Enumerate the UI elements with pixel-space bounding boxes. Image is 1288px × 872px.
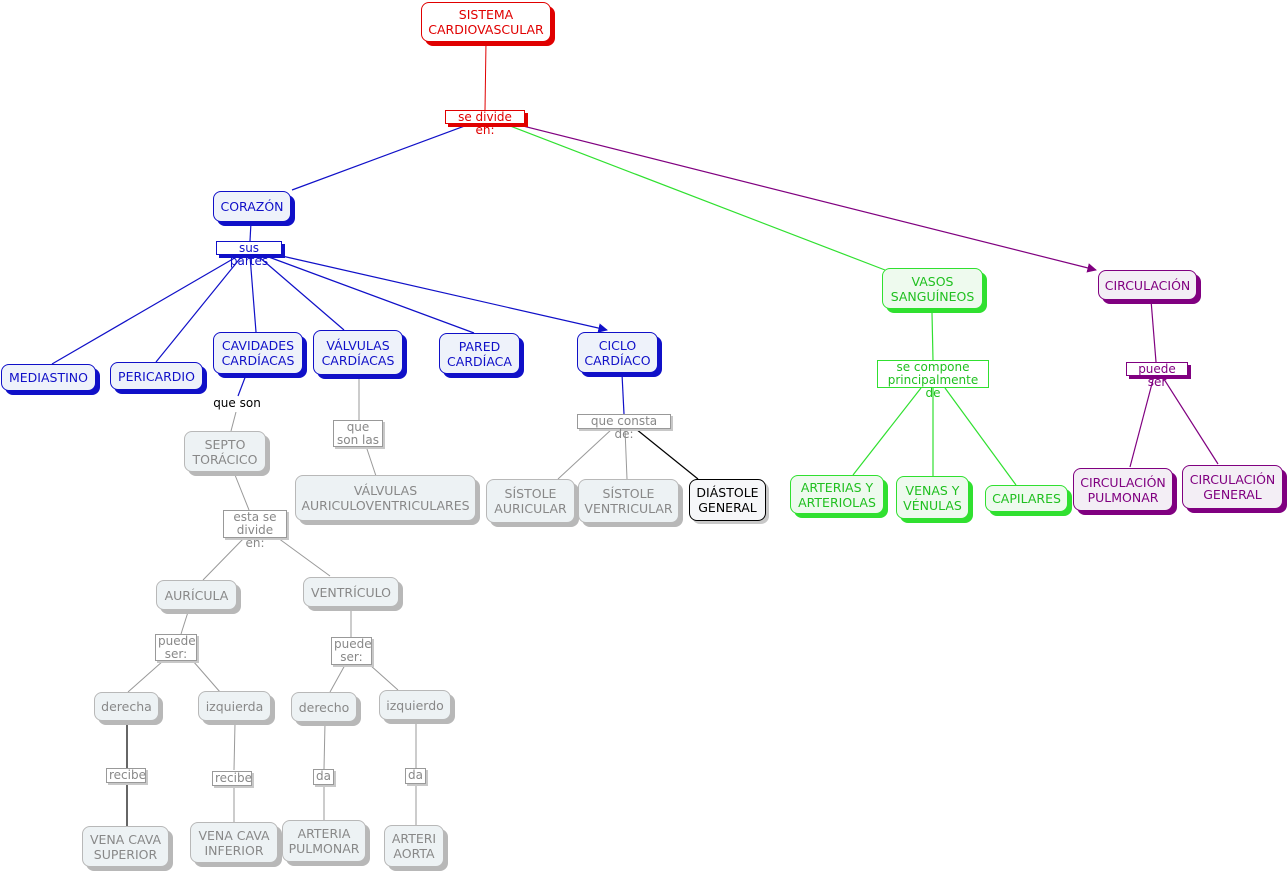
edge-vasos-compone	[931, 312, 934, 361]
edge-puede-izquierda	[192, 660, 221, 693]
node-venas-venulas[interactable]: VENAS Y VÉNULAS	[896, 476, 969, 519]
node-vena-cava-superior[interactable]: VENA CAVA SUPERIOR	[82, 826, 169, 867]
edge-divide-circulacion	[514, 123, 1097, 273]
link-esta-se-divide-en[interactable]: esta se divide en:	[223, 510, 287, 550]
node-arterias-arteriolas[interactable]: ARTERIAS Y ARTERIOLAS	[790, 475, 884, 514]
link-que-son[interactable]: que son	[210, 397, 264, 412]
node-diastole-general[interactable]: DIÁSTOLE GENERAL	[689, 479, 766, 521]
edge-esta-auricula	[202, 537, 245, 581]
edge-corazon-partes	[249, 221, 252, 242]
link-da-derecho[interactable]: da	[313, 769, 334, 785]
node-pericardio[interactable]: PERICARDIO	[110, 362, 203, 390]
edge-circ-puede	[1150, 299, 1157, 363]
edge-puede-circpul	[1129, 375, 1155, 468]
edge-divide-corazon	[291, 123, 471, 191]
node-derecha[interactable]: derecha	[94, 692, 159, 721]
node-circulacion-general[interactable]: CIRCULACIÓN GENERAL	[1182, 465, 1283, 509]
link-recibe-izquierda[interactable]: recibe	[212, 771, 252, 786]
edge-partes-cavidades	[249, 255, 257, 333]
edge-compone-capilares	[944, 387, 1017, 486]
edge-cavidades-queson	[237, 374, 247, 397]
edge-queson-septo	[230, 411, 237, 432]
edge-partes-mediastino	[51, 255, 239, 365]
link-puede-ser-circulacion[interactable]: puede ser	[1126, 362, 1188, 389]
edge-puede-derecha	[127, 660, 164, 693]
link-se-divide-en[interactable]: se divide en:	[445, 110, 525, 137]
node-capilares[interactable]: CAPILARES	[985, 485, 1068, 512]
link-recibe-derecha[interactable]: recibe	[106, 768, 146, 783]
edge-izquierda-recibe	[233, 722, 236, 771]
node-ciclo-cardiaco[interactable]: CICLO CARDÍACO	[577, 332, 658, 373]
node-ventriculo[interactable]: VENTRÍCULO	[303, 577, 399, 607]
node-derecho[interactable]: derecho	[291, 692, 357, 722]
link-que-consta-de[interactable]: que consta de:	[577, 414, 671, 441]
edge-ciclo-consta	[621, 373, 625, 415]
node-corazon[interactable]: CORAZÓN	[213, 191, 291, 222]
node-mediastino[interactable]: MEDIASTINO	[1, 364, 96, 391]
node-izquierdo[interactable]: izquierdo	[379, 690, 451, 720]
node-pared-cardiaca[interactable]: PARED CARDÍACA	[439, 333, 520, 374]
node-sistole-ventricular[interactable]: SÍSTOLE VENTRICULAR	[578, 479, 679, 523]
node-vena-cava-inferior[interactable]: VENA CAVA INFERIOR	[190, 822, 278, 863]
node-arteria-pulmonar[interactable]: ARTERIA PULMONAR	[282, 820, 366, 862]
node-auricula[interactable]: AURÍCULA	[156, 580, 237, 610]
edge-compone-arterias	[852, 387, 922, 476]
edge-partes-pericardio	[155, 255, 243, 363]
node-circulacion[interactable]: CIRCULACIÓN	[1098, 270, 1197, 300]
edge-consta-diastole	[635, 428, 699, 480]
node-valvulas-auriculoventriculares[interactable]: VÁLVULAS AURICULOVENTRICULARES	[295, 475, 476, 521]
link-que-son-las[interactable]: que son las	[333, 420, 383, 447]
node-sistole-auricular[interactable]: SÍSTOLE AURICULAR	[486, 479, 575, 523]
link-se-compone-principalmente-de[interactable]: se compone principalmente de	[877, 360, 989, 400]
edge-consta-sistolev	[624, 428, 628, 480]
node-septo-toracico[interactable]: SEPTO TORÁCICO	[184, 431, 266, 472]
edge-puede-izquierdo	[369, 664, 399, 691]
link-puede-ser-auricula[interactable]: puede ser:	[155, 634, 197, 661]
node-circulacion-pulmonar[interactable]: CIRCULACIÓN PULMONAR	[1073, 468, 1173, 511]
edge-puede-circgen	[1161, 375, 1219, 465]
edge-partes-ciclo	[281, 255, 608, 333]
node-sistema-cardiovascular[interactable]: SISTEMA CARDIOVASCULAR	[421, 2, 551, 42]
node-izquierda[interactable]: izquierda	[198, 691, 271, 721]
node-cavidades-cardiacas[interactable]: CAVIDADES CARDÍACAS	[213, 332, 303, 374]
edge-consta-sistolea	[557, 428, 613, 480]
edge-divide-vasos	[504, 123, 886, 271]
edge-derecho-da	[323, 722, 326, 770]
edge-sistema-divide	[484, 41, 487, 111]
edge-partes-valvulas	[257, 255, 345, 331]
node-vasos-sanguineos[interactable]: VASOS SANGUÍNEOS	[882, 268, 983, 309]
edge-auricula-puede	[180, 611, 189, 635]
edge-partes-pared	[265, 255, 475, 334]
edge-puede-derecho	[329, 664, 346, 693]
link-puede-ser-ventriculo[interactable]: puede ser:	[331, 637, 372, 665]
link-sus-partes[interactable]: sus partes	[216, 241, 282, 268]
link-da-izquierdo[interactable]: da	[405, 768, 426, 784]
edge-esta-ventriculo	[277, 537, 331, 577]
node-valvulas-cardiacas[interactable]: VÁLVULAS CARDÍACAS	[313, 330, 403, 375]
edge-septo-esta	[234, 474, 250, 511]
node-arteri-aorta[interactable]: ARTERI AORTA	[384, 825, 444, 867]
edge-queson-av	[365, 445, 377, 477]
